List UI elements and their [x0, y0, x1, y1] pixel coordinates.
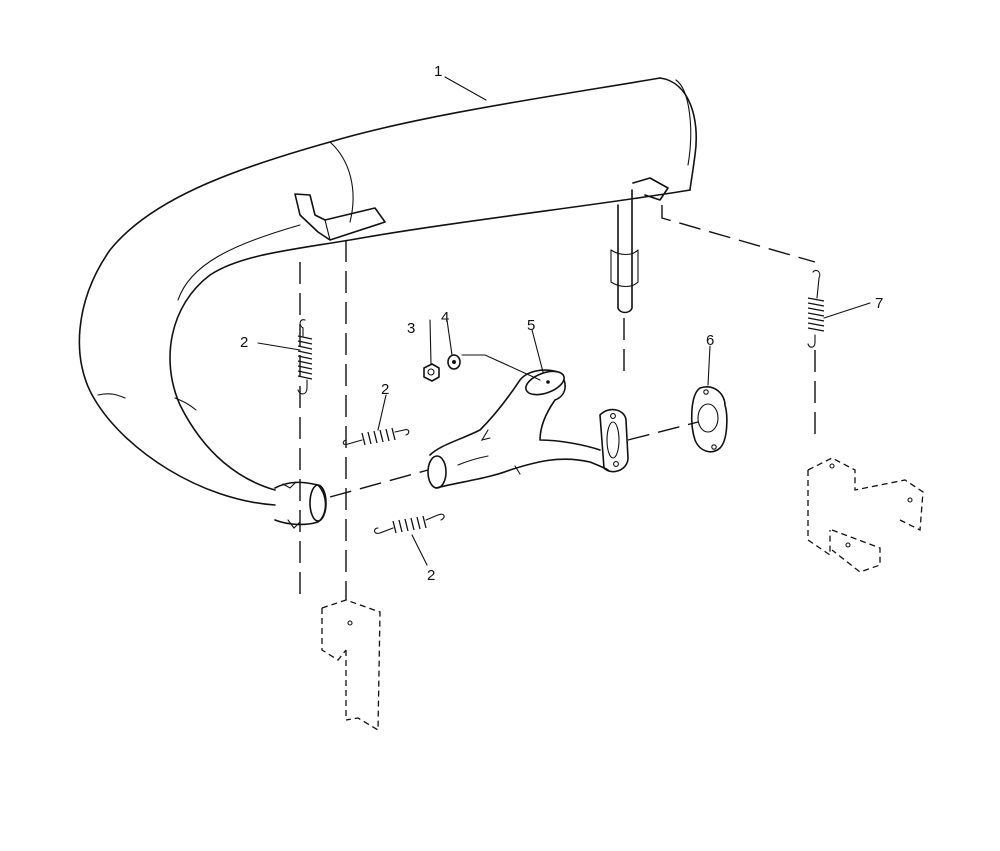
callout-spring-upper-left: 2 — [240, 334, 248, 351]
callout-spring-middle: 2 — [381, 381, 389, 398]
frame-bracket-left — [321, 599, 381, 732]
spring-middle — [342, 427, 410, 446]
callout-nut: 3 — [407, 320, 415, 337]
washer — [447, 354, 461, 370]
gasket — [690, 386, 728, 453]
nut — [423, 363, 440, 382]
callout-washer: 4 — [441, 309, 449, 326]
callout-spring-right: 7 — [875, 295, 883, 312]
leader-lines — [257, 76, 871, 566]
spring-right — [807, 269, 825, 348]
y-pipe — [427, 369, 629, 489]
spring-lower — [373, 513, 445, 534]
alignment-lines — [299, 205, 816, 600]
frame-bracket-right — [807, 457, 924, 573]
callout-muffler: 1 — [434, 63, 442, 80]
callout-gasket: 6 — [706, 332, 714, 349]
muffler-bracket-left — [294, 193, 386, 241]
tailpipe — [610, 177, 669, 314]
muffler — [78, 77, 698, 529]
callout-spring-lower: 2 — [427, 567, 435, 584]
callout-y-pipe: 5 — [527, 317, 535, 334]
spring-upper-left — [297, 319, 313, 395]
